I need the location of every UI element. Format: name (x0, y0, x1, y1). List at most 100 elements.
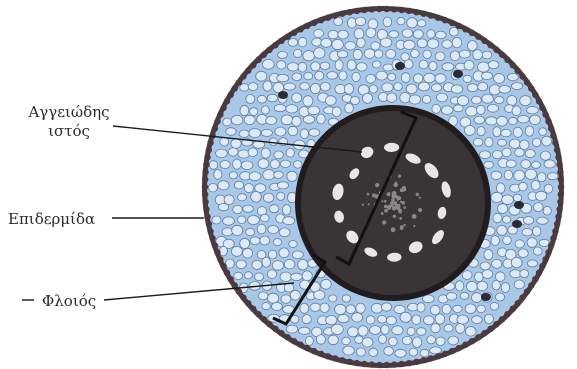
cortex-cell (303, 96, 313, 107)
cortex-cell (525, 126, 534, 136)
cortex-cell (418, 82, 429, 91)
epidermis-cell (318, 351, 324, 357)
epidermis-cell (519, 73, 525, 79)
cortex-cell (432, 104, 441, 113)
epidermis-cell (207, 228, 213, 234)
cortex-cell (226, 128, 236, 136)
epidermis-cell (469, 338, 475, 344)
cortex-cell (431, 324, 440, 333)
epidermis-cell (224, 98, 230, 104)
cortex-cell (495, 293, 504, 301)
cortex-cell (383, 17, 392, 27)
epidermis-cell (220, 263, 226, 269)
cortex-cell (444, 325, 453, 332)
epidermis-cell (552, 228, 558, 234)
epidermis-cell (435, 353, 441, 359)
cortex-dark-cell (512, 220, 522, 228)
cortex-cell (533, 247, 542, 255)
cortex-cell (460, 292, 469, 299)
pith-cell (416, 193, 419, 196)
epidermis-cell (361, 361, 367, 367)
cortex-cell (345, 103, 354, 113)
cortex-cell (532, 138, 540, 147)
epidermis-cell (325, 353, 331, 359)
cortex-cell (279, 248, 289, 258)
cortex-cell (314, 29, 324, 37)
cortex-cell (409, 348, 418, 356)
cortex-cell (266, 117, 277, 125)
cortex-cell (395, 349, 406, 357)
cortex-cell (278, 51, 288, 58)
cortex-cell (279, 228, 290, 237)
epidermis-cell (297, 342, 303, 348)
epidermis-cell (504, 311, 510, 317)
pith-cell (396, 206, 400, 210)
epidermis-cell (557, 199, 563, 205)
cortex-cell (216, 149, 228, 157)
cortex-cell (293, 49, 301, 57)
cortex-cell (233, 159, 242, 169)
cortex-cell (459, 50, 470, 58)
cortex-cell (446, 293, 457, 301)
cortex-cell (267, 94, 277, 102)
cortex-cell (402, 29, 413, 37)
cortex-cell (269, 205, 279, 213)
cortex-cell (223, 217, 235, 225)
cortex-cell (255, 273, 264, 281)
pith-cell (392, 206, 397, 211)
cortex-cell (477, 281, 488, 291)
cortex-cell (244, 184, 253, 193)
cortex-cell (515, 240, 524, 248)
cortex-cell (484, 161, 494, 168)
pith-cell (400, 225, 404, 229)
cortex-cell (473, 138, 482, 146)
label-vascular-line2: ιστός (10, 122, 128, 141)
cortex-cell (346, 305, 355, 314)
cortex-cell (271, 303, 282, 311)
cortex-cell (531, 181, 540, 190)
epidermis-cell (413, 359, 419, 365)
cortex-cell (321, 39, 332, 48)
epidermis-cell (435, 15, 441, 21)
cortex-cell (228, 148, 238, 156)
cortex-cell (456, 324, 465, 334)
cortex-cell (427, 336, 436, 344)
cortex-cell (292, 93, 302, 103)
cortex-cell (258, 292, 268, 300)
cortex-cell (388, 73, 396, 80)
epidermis-cell (420, 11, 426, 17)
cortex-cell (457, 96, 468, 106)
cortex-cell (212, 216, 221, 224)
cortex-cell (522, 229, 532, 236)
cortex-cell (537, 217, 548, 224)
cortex-cell (263, 170, 275, 180)
cortex-cell (493, 150, 503, 158)
epidermis-cell (204, 214, 210, 220)
epidermis-cell (266, 321, 272, 327)
cortex-cell (424, 73, 436, 83)
cortex-cell (472, 96, 482, 104)
epidermis-cell (354, 8, 360, 14)
epidermis-cell (428, 12, 434, 18)
cortex-cell (392, 326, 403, 335)
pith-cell (394, 202, 397, 205)
epidermis-cell (202, 176, 208, 182)
cortex-cell (453, 305, 462, 312)
cortex-cell (347, 60, 356, 70)
cortex-cell (298, 37, 307, 47)
cortex-cell (518, 116, 530, 123)
epidermis-cell (376, 362, 382, 368)
epidermis-cell (206, 221, 212, 227)
cortex-cell (381, 303, 391, 311)
epidermis-cell (442, 17, 448, 23)
cortex-cell (233, 205, 243, 213)
pith-cell (384, 209, 388, 213)
cortex-cell (490, 303, 499, 311)
cortex-cell (337, 51, 347, 58)
cortex-cell (338, 315, 349, 323)
cortex-cell (509, 139, 520, 148)
pith-cell (399, 217, 402, 220)
epidermis-cell (236, 288, 242, 294)
cortex-cell (342, 295, 350, 302)
epidermis-cell (272, 326, 278, 332)
